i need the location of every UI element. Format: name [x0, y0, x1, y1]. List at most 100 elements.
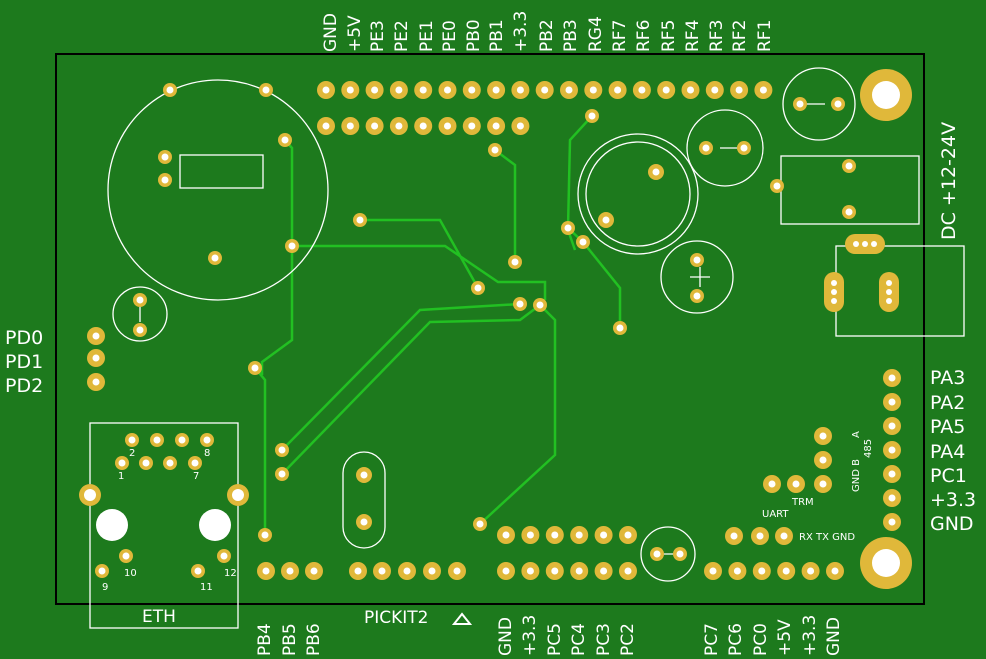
label-3v3-right: +3.3	[930, 489, 977, 511]
pad-hole	[614, 86, 622, 94]
pad-hole	[251, 364, 259, 372]
pad-hole	[468, 122, 476, 130]
pad-hole	[191, 459, 199, 467]
label-pa2: PA2	[930, 392, 966, 414]
label-pc1: PC1	[930, 465, 967, 487]
top-header-label: RF2	[730, 19, 750, 52]
top-header-label: PB2	[537, 19, 557, 52]
mounting-holes	[96, 69, 912, 589]
pad-hole	[564, 224, 572, 232]
pad-hole	[575, 567, 583, 575]
top-header-label: RF4	[683, 19, 703, 52]
label-a: A	[851, 431, 862, 438]
pad-hole	[662, 86, 670, 94]
pad-hole	[444, 86, 451, 94]
pad-hole	[166, 86, 174, 94]
pad-hole	[262, 567, 270, 575]
pad-hole	[888, 374, 896, 382]
pad-hole	[419, 122, 427, 130]
bottom-label: PC6	[726, 623, 746, 656]
dc-jack-holes	[831, 241, 892, 304]
pad-hole	[600, 531, 608, 539]
pad-hole	[286, 567, 294, 575]
silkscreen	[89, 67, 965, 629]
pad-hole	[178, 436, 186, 444]
pad-hole	[616, 324, 624, 332]
pad-hole	[346, 86, 354, 94]
pad-hole	[782, 567, 790, 575]
pad-hole	[444, 122, 451, 130]
top-header-label: RF3	[707, 19, 727, 52]
pad-hole	[92, 378, 100, 386]
bottom-label: PB4	[255, 623, 275, 656]
pad-hole	[220, 552, 228, 560]
pad-hole	[161, 176, 169, 184]
pad-hole	[511, 258, 519, 266]
pad-hole	[516, 300, 524, 308]
pad-hole	[579, 238, 587, 246]
pad-hole	[773, 182, 781, 190]
label-eth: ETH	[142, 607, 176, 627]
pad-hole	[819, 480, 827, 488]
top-header-label: PE0	[440, 20, 460, 52]
pad-hole	[360, 518, 368, 526]
pad-hole	[136, 296, 144, 304]
pad-hole	[194, 567, 202, 575]
pad-hole	[98, 567, 106, 575]
top-header-label: RG4	[586, 16, 606, 52]
pad-hole	[360, 471, 368, 479]
pad-hole	[453, 567, 461, 575]
pad-hole	[354, 567, 362, 575]
pad-hole	[693, 292, 701, 300]
pad-hole	[624, 567, 632, 575]
pad-hole	[575, 531, 583, 539]
pad-hole	[492, 86, 500, 94]
bottom-label: PC0	[751, 623, 771, 656]
pad-hole	[653, 550, 661, 558]
pad-hole	[322, 86, 330, 94]
bottom-label: PC3	[594, 623, 614, 656]
pad-hole	[491, 146, 499, 154]
pad-hole	[888, 422, 896, 430]
top-header-label: RF1	[755, 19, 775, 52]
top-header-label: +3.3	[511, 10, 531, 52]
pad-hole	[768, 480, 776, 488]
pad-hole	[310, 567, 318, 575]
pad-hole	[888, 494, 896, 502]
pad-hole	[371, 86, 379, 94]
pad-hole	[888, 470, 896, 478]
pad-hole	[588, 112, 596, 120]
pad-hole	[624, 531, 632, 539]
top-header-label: PB0	[464, 19, 484, 52]
pad-hole	[676, 550, 684, 558]
pad-hole	[536, 301, 544, 309]
pad-hole	[476, 520, 484, 528]
pad-hole	[541, 86, 549, 94]
pad-hole	[845, 162, 853, 170]
top-header-label: RF5	[659, 19, 679, 52]
pad-hole	[819, 432, 827, 440]
pad-hole	[565, 86, 573, 94]
pad-hole	[474, 284, 482, 292]
label-pd2: PD2	[5, 375, 44, 397]
bottom-label: PB6	[304, 623, 324, 656]
pad-hole	[551, 531, 559, 539]
pad-hole	[232, 489, 244, 501]
pad-hole	[711, 86, 719, 94]
pad-hole	[378, 567, 386, 575]
pad-hole	[845, 208, 853, 216]
pad-hole	[709, 567, 717, 575]
pad-hole	[516, 86, 524, 94]
label-gnd-right: GND	[930, 513, 974, 535]
label-trm: TRM	[792, 497, 814, 508]
pad-hole	[831, 567, 839, 575]
pad-hole	[281, 136, 289, 144]
pad-hole	[288, 242, 296, 250]
bottom-label: GND	[496, 617, 516, 656]
pad-hole	[128, 436, 136, 444]
pad-hole	[468, 86, 476, 94]
pin1-triangle-icon	[452, 612, 472, 625]
pad-hole	[153, 436, 161, 444]
pad-hole	[428, 567, 436, 575]
pad-hole	[740, 144, 748, 152]
